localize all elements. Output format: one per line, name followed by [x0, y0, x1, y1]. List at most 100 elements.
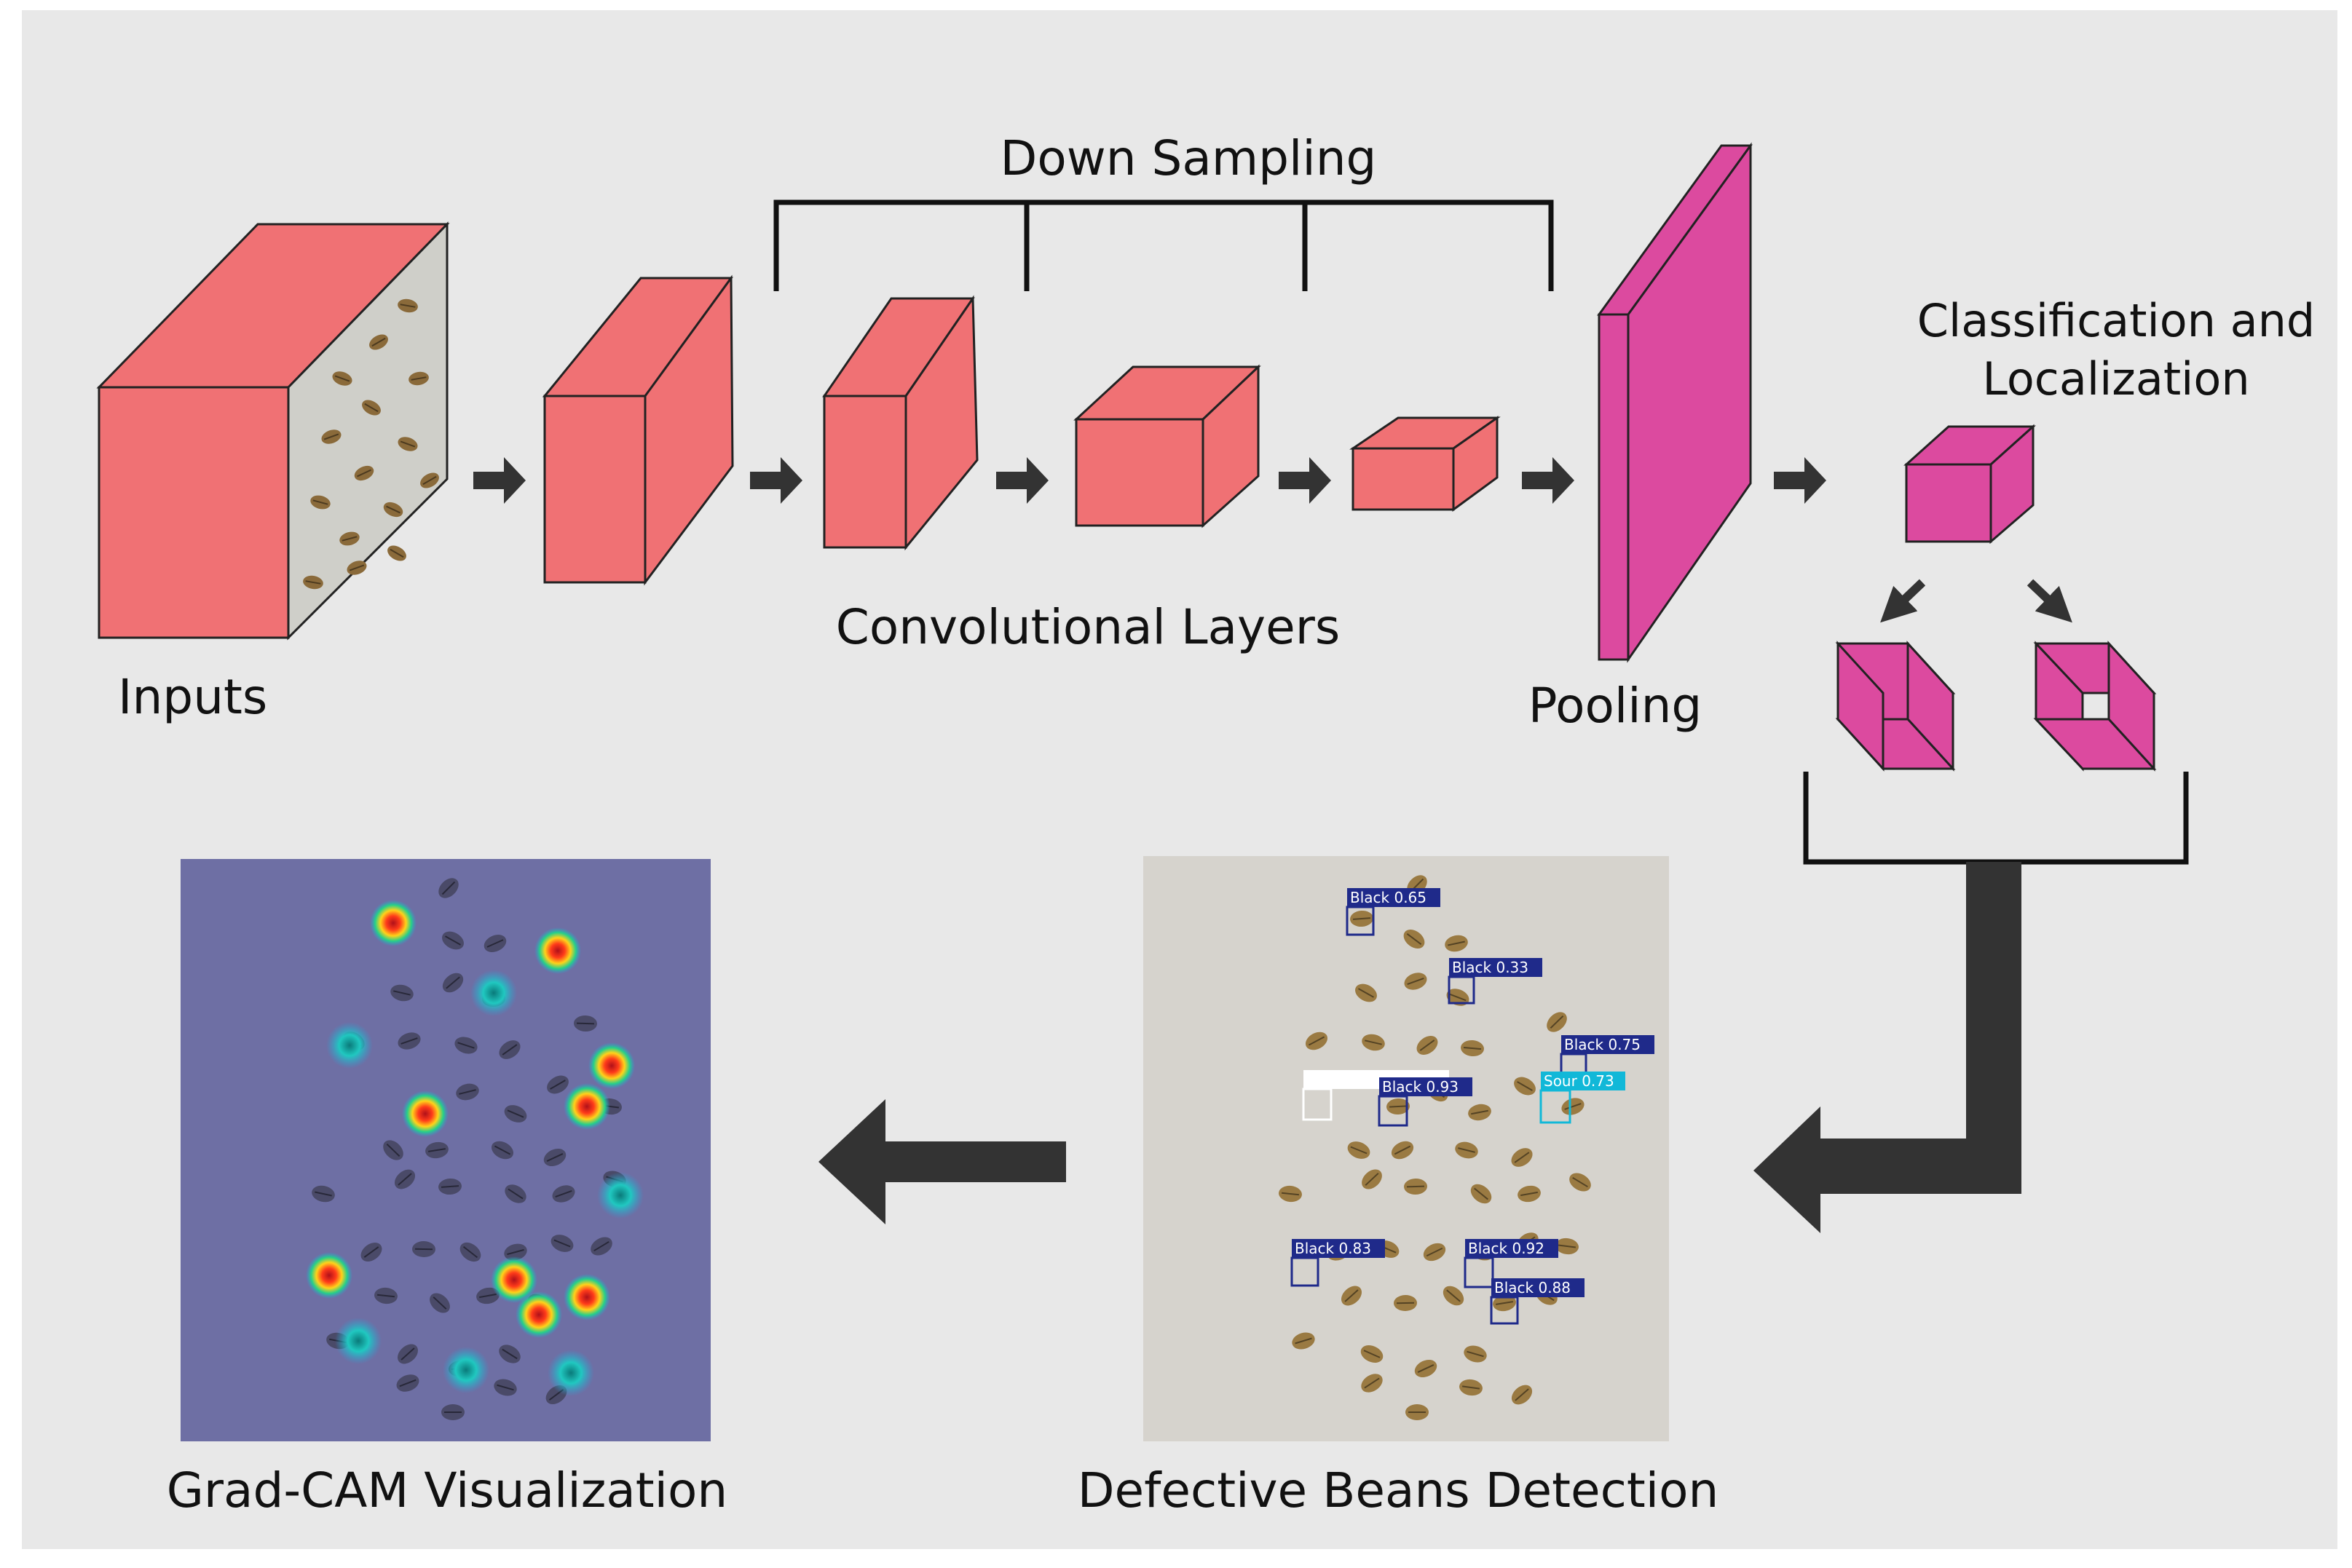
- big-left-arrow-icon: [818, 1099, 1066, 1224]
- coffee-bean: [374, 1287, 398, 1304]
- heat-spot: [326, 1022, 373, 1069]
- detection-tag: Black 0.65: [1350, 889, 1426, 906]
- coffee-bean: [1403, 929, 1425, 949]
- coffee-bean: [1362, 1034, 1385, 1051]
- localization-cube-left: [1835, 641, 1956, 772]
- pooling-label: Pooling: [1528, 678, 1702, 734]
- down-sampling-bracket: [773, 199, 1554, 291]
- coffee-bean: [438, 1178, 462, 1195]
- coffee-bean: [1404, 1178, 1427, 1195]
- classification-label-line1: Classification and: [1917, 294, 2316, 347]
- gradcam-image: [181, 859, 711, 1441]
- coffee-bean: [442, 973, 464, 993]
- coffee-bean: [354, 465, 374, 481]
- coffee-bean: [412, 1240, 435, 1258]
- heat-spot: [564, 1083, 610, 1130]
- coffee-bean: [1350, 910, 1373, 927]
- coffee-bean: [543, 1148, 567, 1167]
- input-cube: [96, 221, 450, 641]
- coffee-bean: [1405, 1404, 1429, 1420]
- detection-box: Black 0.93: [1378, 1077, 1472, 1127]
- coffee-bean: [362, 400, 381, 416]
- coffee-bean: [441, 1404, 465, 1420]
- coffee-bean: [550, 1235, 574, 1252]
- coffee-bean: [1470, 1184, 1492, 1204]
- big-return-arrow-icon: [1753, 862, 2021, 1233]
- arrow-icon: [1522, 457, 1574, 504]
- coffee-bean: [1561, 1098, 1585, 1115]
- detection-box: Black 0.92: [1464, 1239, 1558, 1288]
- coffee-bean: [332, 371, 352, 386]
- heat-spot: [516, 1291, 562, 1338]
- arrow-icon: [1774, 457, 1826, 504]
- coffee-bean: [425, 1141, 449, 1159]
- coffee-bean: [547, 1075, 569, 1094]
- coffee-bean: [1414, 1359, 1437, 1378]
- coffee-bean: [1493, 1294, 1516, 1312]
- coffee-bean: [1455, 1141, 1478, 1159]
- arrow-icon: [1279, 457, 1331, 504]
- coffee-bean: [1360, 1345, 1384, 1363]
- coffee-bean: [1511, 1148, 1533, 1167]
- coffee-bean: [1362, 1169, 1382, 1189]
- detection-beans: [1279, 875, 1591, 1420]
- coffee-bean: [383, 1140, 403, 1160]
- coffee-bean: [1464, 1345, 1487, 1363]
- coffee-bean: [360, 1243, 382, 1262]
- gradcam-label: Grad-CAM Visualization: [167, 1462, 727, 1518]
- coffee-bean: [504, 1243, 527, 1261]
- coffee-bean: [456, 1083, 479, 1101]
- coffee-bean: [303, 575, 323, 590]
- detection-box: Black 0.88: [1490, 1278, 1585, 1325]
- coffee-bean: [504, 1105, 527, 1122]
- coffee-bean: [1446, 989, 1469, 1006]
- coffee-bean: [383, 502, 403, 518]
- coffee-bean: [1511, 1385, 1533, 1405]
- coffee-bean: [398, 1344, 418, 1364]
- arrow-icon: [750, 457, 802, 504]
- coffee-bean: [430, 1293, 450, 1313]
- heat-spot: [597, 1172, 644, 1219]
- coffee-bean: [491, 1141, 514, 1160]
- arrow-down-left-icon: [1880, 579, 1926, 623]
- detection-box: Black 0.83: [1290, 1239, 1385, 1287]
- coffee-bean: [1445, 935, 1468, 952]
- coffee-bean: [310, 495, 331, 510]
- coffee-bean: [1292, 1332, 1315, 1350]
- coffee-bean: [1416, 1036, 1438, 1055]
- coffee-bean: [1461, 1040, 1484, 1057]
- coffee-bean: [398, 437, 418, 451]
- heat-spot: [534, 927, 581, 974]
- coffee-bean: [1386, 1098, 1410, 1115]
- conv-block-1: [542, 274, 734, 586]
- coffee-bean: [499, 1040, 521, 1059]
- conv-block-4: [1349, 416, 1501, 512]
- coffee-bean: [1443, 1286, 1464, 1306]
- heat-spot: [306, 1252, 352, 1299]
- coffee-bean: [1468, 1104, 1491, 1121]
- coffee-bean: [394, 1169, 416, 1189]
- heat-spot: [564, 1274, 610, 1320]
- heat-spot: [491, 1256, 537, 1303]
- coffee-bean: [1404, 973, 1427, 990]
- heat-spot: [470, 970, 517, 1016]
- detection-tag: Black 0.75: [1564, 1036, 1641, 1053]
- detection-box: Black 0.75: [1560, 1035, 1654, 1080]
- flow-arrows: [473, 457, 2072, 623]
- coffee-bean: [1341, 1286, 1362, 1306]
- input-cube-front: [98, 386, 290, 639]
- classification-label-line2: Localization: [1982, 352, 2249, 405]
- coffee-bean: [1394, 1294, 1417, 1312]
- detection-box: Sour 0.73: [1539, 1072, 1625, 1124]
- coffee-bean: [398, 1032, 421, 1050]
- detection-tag: Black 0.92: [1468, 1240, 1544, 1257]
- coffee-bean: [1547, 1012, 1567, 1032]
- coffee-bean: [459, 1242, 481, 1262]
- coffee-bean: [321, 429, 342, 444]
- conv-block-3: [1073, 364, 1261, 528]
- heat-spot: [443, 1347, 489, 1393]
- coffee-bean: [438, 878, 459, 898]
- coffee-bean: [409, 371, 429, 386]
- coffee-bean: [574, 1015, 597, 1032]
- input-cube-beans: [303, 298, 439, 590]
